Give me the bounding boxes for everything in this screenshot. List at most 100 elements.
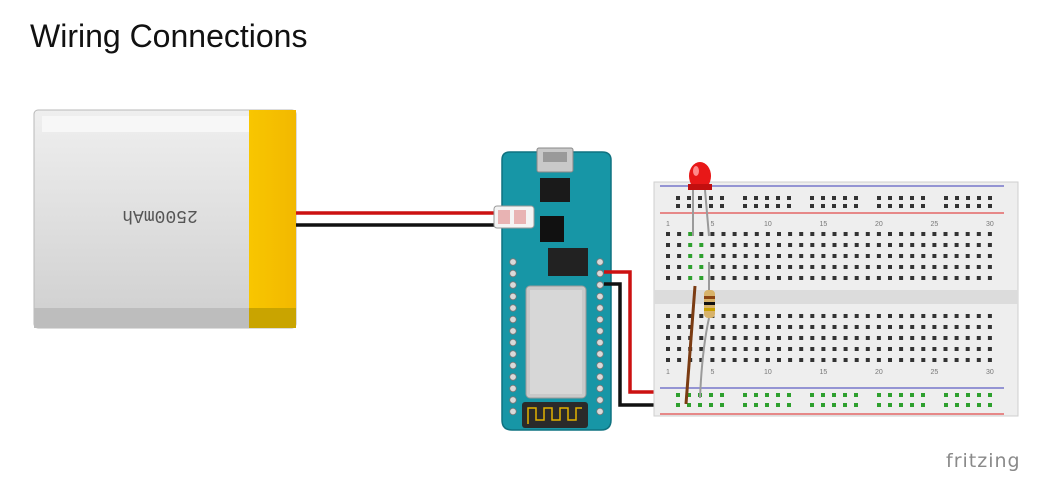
breadboard-hole bbox=[721, 276, 726, 280]
breadboard-hole bbox=[777, 232, 781, 236]
breadboard-hole bbox=[821, 336, 826, 340]
breadboard-hole bbox=[788, 347, 793, 351]
breadboard-rail-hole bbox=[832, 204, 836, 208]
breadboard-rail-hole bbox=[955, 204, 959, 208]
breadboard-hole bbox=[932, 265, 937, 269]
breadboard-hole bbox=[921, 325, 926, 329]
breadboard-hole bbox=[677, 254, 682, 258]
breadboard-hole bbox=[832, 254, 837, 258]
breadboard-hole bbox=[743, 336, 748, 340]
breadboard-hole bbox=[899, 265, 904, 269]
breadboard-hole bbox=[688, 276, 693, 280]
breadboard-hole bbox=[743, 347, 748, 351]
breadboard-rail-hole bbox=[888, 393, 892, 397]
board-pin bbox=[596, 315, 604, 324]
breadboard-rail-hole bbox=[944, 403, 948, 407]
breadboard-rail-hole bbox=[877, 196, 881, 200]
breadboard-hole bbox=[888, 325, 892, 329]
breadboard-rail-hole bbox=[955, 403, 959, 407]
breadboard-hole bbox=[965, 254, 970, 258]
breadboard-hole bbox=[976, 325, 981, 329]
breadboard-hole bbox=[799, 325, 804, 329]
breadboard-hole bbox=[666, 232, 670, 236]
board-pin bbox=[509, 269, 517, 278]
breadboard-hole bbox=[910, 336, 915, 340]
breadboard-hole bbox=[854, 232, 859, 236]
board-pin bbox=[596, 396, 604, 404]
breadboard-hole bbox=[976, 243, 981, 247]
breadboard-hole bbox=[899, 254, 904, 258]
breadboard-hole bbox=[721, 243, 726, 247]
breadboard-hole bbox=[965, 243, 970, 247]
breadboard-hole bbox=[921, 358, 926, 362]
breadboard-hole bbox=[710, 347, 715, 351]
breadboard-hole bbox=[699, 325, 704, 329]
breadboard-rail-hole bbox=[787, 204, 791, 208]
breadboard-rail-hole bbox=[843, 204, 847, 208]
breadboard-rail-hole bbox=[988, 196, 992, 200]
breadboard-hole bbox=[754, 358, 759, 362]
breadboard-hole bbox=[710, 276, 715, 280]
breadboard-hole bbox=[765, 265, 770, 269]
breadboard-hole bbox=[954, 336, 959, 340]
breadboard-rail-hole bbox=[944, 393, 948, 397]
breadboard-rail-hole bbox=[709, 393, 713, 397]
breadboard-hole bbox=[799, 265, 804, 269]
breadboard-hole bbox=[821, 243, 826, 247]
breadboard-hole bbox=[721, 232, 726, 236]
breadboard-hole bbox=[666, 265, 670, 269]
breadboard-hole bbox=[821, 276, 826, 280]
breadboard-rail-hole bbox=[910, 403, 914, 407]
breadboard-hole bbox=[765, 243, 770, 247]
breadboard-hole bbox=[777, 325, 781, 329]
breadboard-hole bbox=[932, 232, 937, 236]
breadboard-hole bbox=[843, 358, 848, 362]
breadboard-hole bbox=[899, 232, 904, 236]
breadboard-hole bbox=[732, 254, 737, 258]
breadboard-hole bbox=[821, 325, 826, 329]
breadboard-hole bbox=[688, 314, 693, 318]
breadboard-hole bbox=[987, 254, 992, 258]
page-title: Wiring Connections bbox=[30, 18, 308, 54]
breadboard-hole bbox=[987, 276, 992, 280]
board-pin bbox=[509, 258, 517, 266]
board-pin bbox=[509, 281, 517, 289]
breadboard-rail-hole bbox=[754, 196, 758, 200]
board-pin bbox=[596, 304, 604, 312]
breadboard-center-channel bbox=[654, 290, 1018, 304]
breadboard-hole bbox=[743, 243, 748, 247]
breadboard-hole bbox=[943, 336, 948, 340]
breadboard-hole bbox=[677, 232, 682, 236]
breadboard-hole bbox=[876, 314, 881, 318]
breadboard-rail-hole bbox=[944, 204, 948, 208]
breadboard-rail-hole bbox=[821, 196, 825, 200]
breadboard-rail-hole bbox=[765, 196, 769, 200]
breadboard-hole bbox=[876, 243, 881, 247]
breadboard-hole bbox=[777, 347, 781, 351]
antenna bbox=[522, 402, 588, 428]
breadboard-hole bbox=[954, 265, 959, 269]
breadboard-hole bbox=[976, 254, 981, 258]
breadboard-hole bbox=[899, 358, 904, 362]
breadboard-rail-hole bbox=[877, 204, 881, 208]
breadboard-hole bbox=[821, 254, 826, 258]
breadboard-hole bbox=[721, 325, 726, 329]
breadboard-hole bbox=[832, 347, 837, 351]
breadboard-rail-hole bbox=[899, 403, 903, 407]
breadboard-hole bbox=[677, 314, 682, 318]
board-pin bbox=[596, 384, 604, 393]
breadboard-rail-hole bbox=[787, 196, 791, 200]
breadboard-hole bbox=[677, 276, 682, 280]
breadboard-hole bbox=[677, 325, 682, 329]
board-pin bbox=[596, 407, 604, 416]
board-pin bbox=[509, 373, 517, 381]
breadboard-rail-hole bbox=[810, 393, 814, 397]
breadboard-column-label: 25 bbox=[931, 369, 939, 376]
breadboard-hole bbox=[799, 314, 804, 318]
breadboard-hole bbox=[688, 265, 693, 269]
breadboard-hole bbox=[865, 358, 870, 362]
breadboard-hole bbox=[710, 243, 715, 247]
breadboard-hole bbox=[888, 254, 892, 258]
breadboard-hole bbox=[799, 243, 804, 247]
breadboard-hole bbox=[699, 276, 704, 280]
